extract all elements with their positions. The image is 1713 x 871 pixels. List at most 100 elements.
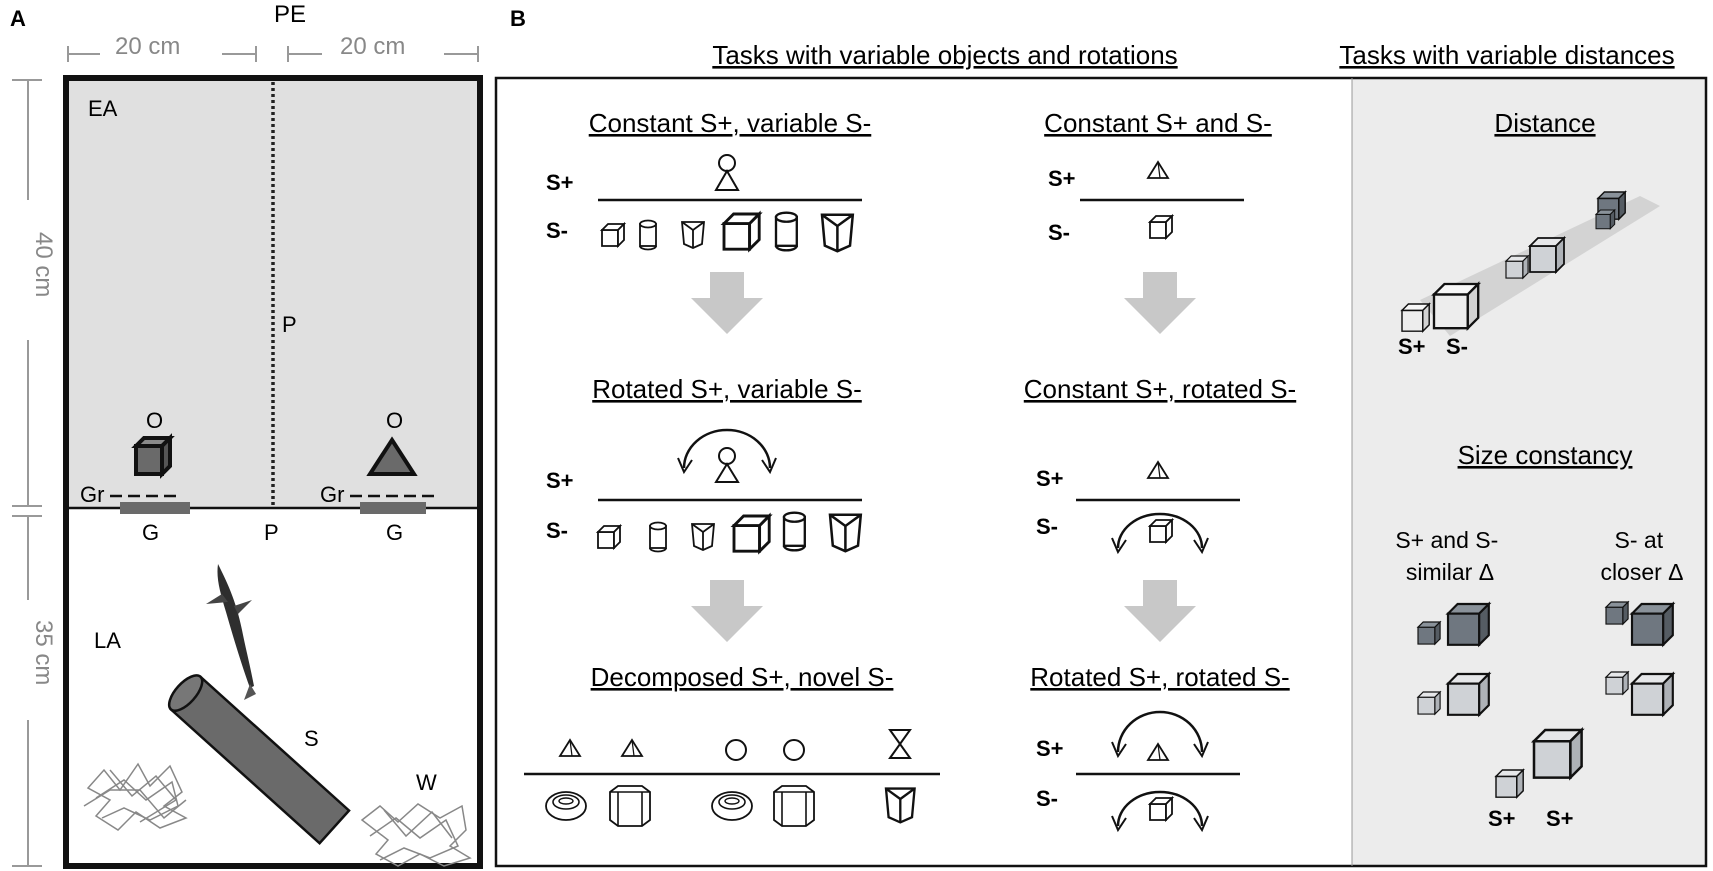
- task-constant-splus-rotated-sminus: Constant S+, rotated S-: [1024, 374, 1296, 404]
- rotation-arrow-icon: [1111, 710, 1209, 759]
- header-objects-rotations: Tasks with variable objects and rotation…: [712, 40, 1177, 70]
- plant-right: [360, 803, 472, 867]
- task-distance: Distance: [1494, 108, 1595, 138]
- closer-distance-label: S- at closer Δ: [1600, 527, 1683, 585]
- task-rotated-splus-rotated-sminus: Rotated S+, rotated S-: [1030, 662, 1289, 692]
- cube-icon: [732, 514, 771, 553]
- panel-a-letter: A: [10, 6, 26, 31]
- cylinder-icon: [782, 511, 806, 552]
- prism-icon: [884, 787, 916, 824]
- triangle-icon: [1147, 461, 1169, 479]
- splus-label: S+: [1036, 736, 1064, 761]
- tank-outline: [63, 75, 483, 869]
- triangle-icon: [1147, 743, 1169, 761]
- distance-panel-background: [1352, 78, 1706, 866]
- cube-icon: [1432, 282, 1480, 330]
- similar-distance-label: S+ and S- similar Δ: [1395, 527, 1504, 585]
- panel-a: A PE 20 cm 20 cm 40 cm 35 cm EA P P LA: [10, 1, 483, 869]
- splus-label: S+: [546, 468, 574, 493]
- o-left-label: O: [146, 408, 163, 433]
- task-decomposed-splus-novel-sminus: Decomposed S+, novel S-: [591, 662, 894, 692]
- prism-icon: [681, 221, 705, 249]
- prism-icon: [691, 523, 715, 551]
- cube-icon: [1401, 303, 1430, 332]
- rotation-arrow-icon: [677, 428, 777, 475]
- arrow-down-icon: [691, 580, 763, 642]
- sminus-label: S-: [546, 218, 568, 243]
- la-label: LA: [94, 628, 121, 653]
- torus-icon: [545, 791, 587, 821]
- width-left-label: 20 cm: [115, 33, 180, 60]
- hexagonal-prism-icon: [773, 785, 815, 827]
- circle-icon: [783, 739, 805, 761]
- hourglass-icon: [714, 447, 740, 483]
- sminus-label: S-: [1446, 334, 1468, 359]
- hourglass-icon: [714, 154, 740, 191]
- living-area: [66, 508, 480, 866]
- rotation-arrow-icon: [1111, 512, 1209, 555]
- splus-label: S+: [546, 170, 574, 195]
- sminus-label: S-: [546, 518, 568, 543]
- rotation-arrow-icon: [1111, 790, 1209, 833]
- cube-icon: [1630, 672, 1674, 716]
- arrow-down-icon: [1124, 580, 1196, 642]
- gate-left: [120, 502, 190, 514]
- arrow-down-icon: [1124, 272, 1196, 334]
- gate-right: [360, 502, 426, 514]
- cylinder-icon: [639, 219, 657, 251]
- panel-b-letter: B: [510, 6, 526, 31]
- cube-icon: [597, 525, 621, 549]
- header-distances: Tasks with variable distances: [1339, 40, 1674, 70]
- cube-object: [131, 433, 175, 479]
- cube-icon: [1417, 691, 1441, 715]
- width-dimension-lines: [67, 46, 479, 62]
- gr-left-label: Gr: [80, 482, 104, 507]
- cube-icon: [1605, 671, 1629, 695]
- splus-label: S+: [1488, 806, 1516, 831]
- splus-label: S+: [1398, 334, 1426, 359]
- p-lower-label: P: [264, 520, 279, 545]
- cube-icon: [1630, 602, 1674, 646]
- cube-icon: [1446, 602, 1490, 646]
- fish-image: [206, 564, 256, 700]
- cube-icon: [1595, 209, 1616, 230]
- sminus-label: S-: [1036, 786, 1058, 811]
- pyramid-object: [366, 436, 418, 476]
- cube-icon: [601, 223, 625, 247]
- o-right-label: O: [386, 408, 403, 433]
- cube-icon: [1149, 519, 1173, 543]
- task-size-constancy: Size constancy: [1458, 440, 1633, 470]
- panel-b: B Tasks with variable objects and rotati…: [494, 6, 1708, 868]
- cube-icon: [1417, 621, 1441, 645]
- height-top-label: 40 cm: [30, 232, 57, 297]
- panel-b-frame: [494, 76, 1708, 868]
- splus-label: S+: [1546, 806, 1574, 831]
- s-label: S: [304, 726, 319, 751]
- width-right-label: 20 cm: [340, 33, 405, 60]
- pe-label: PE: [274, 1, 306, 28]
- height-bottom-label: 35 cm: [30, 620, 57, 685]
- task-constant-splus-variable-sminus: Constant S+, variable S-: [589, 108, 872, 138]
- cube-icon: [1149, 797, 1173, 821]
- splus-label: S+: [1048, 166, 1076, 191]
- cube-icon: [1529, 237, 1565, 273]
- prism-icon: [820, 213, 855, 253]
- hourglass-icon: [888, 729, 912, 759]
- plant-left: [83, 762, 188, 831]
- task-rotated-splus-variable-sminus: Rotated S+, variable S-: [592, 374, 862, 404]
- torus-icon: [711, 791, 753, 821]
- sminus-label: S-: [1048, 220, 1070, 245]
- cylinder-icon: [649, 521, 667, 553]
- gr-right-label: Gr: [320, 482, 344, 507]
- g-left-label: G: [142, 520, 159, 545]
- shelter-tube: [167, 674, 351, 846]
- cube-icon: [1446, 672, 1490, 716]
- cube-icon: [1605, 601, 1629, 625]
- splus-label: S+: [1036, 466, 1064, 491]
- w-label: W: [416, 770, 437, 795]
- g-right-label: G: [386, 520, 403, 545]
- cube-icon: [1149, 215, 1173, 239]
- hexagonal-prism-icon: [609, 785, 651, 827]
- cube-icon: [1495, 769, 1524, 798]
- triangle-icon: [621, 739, 643, 757]
